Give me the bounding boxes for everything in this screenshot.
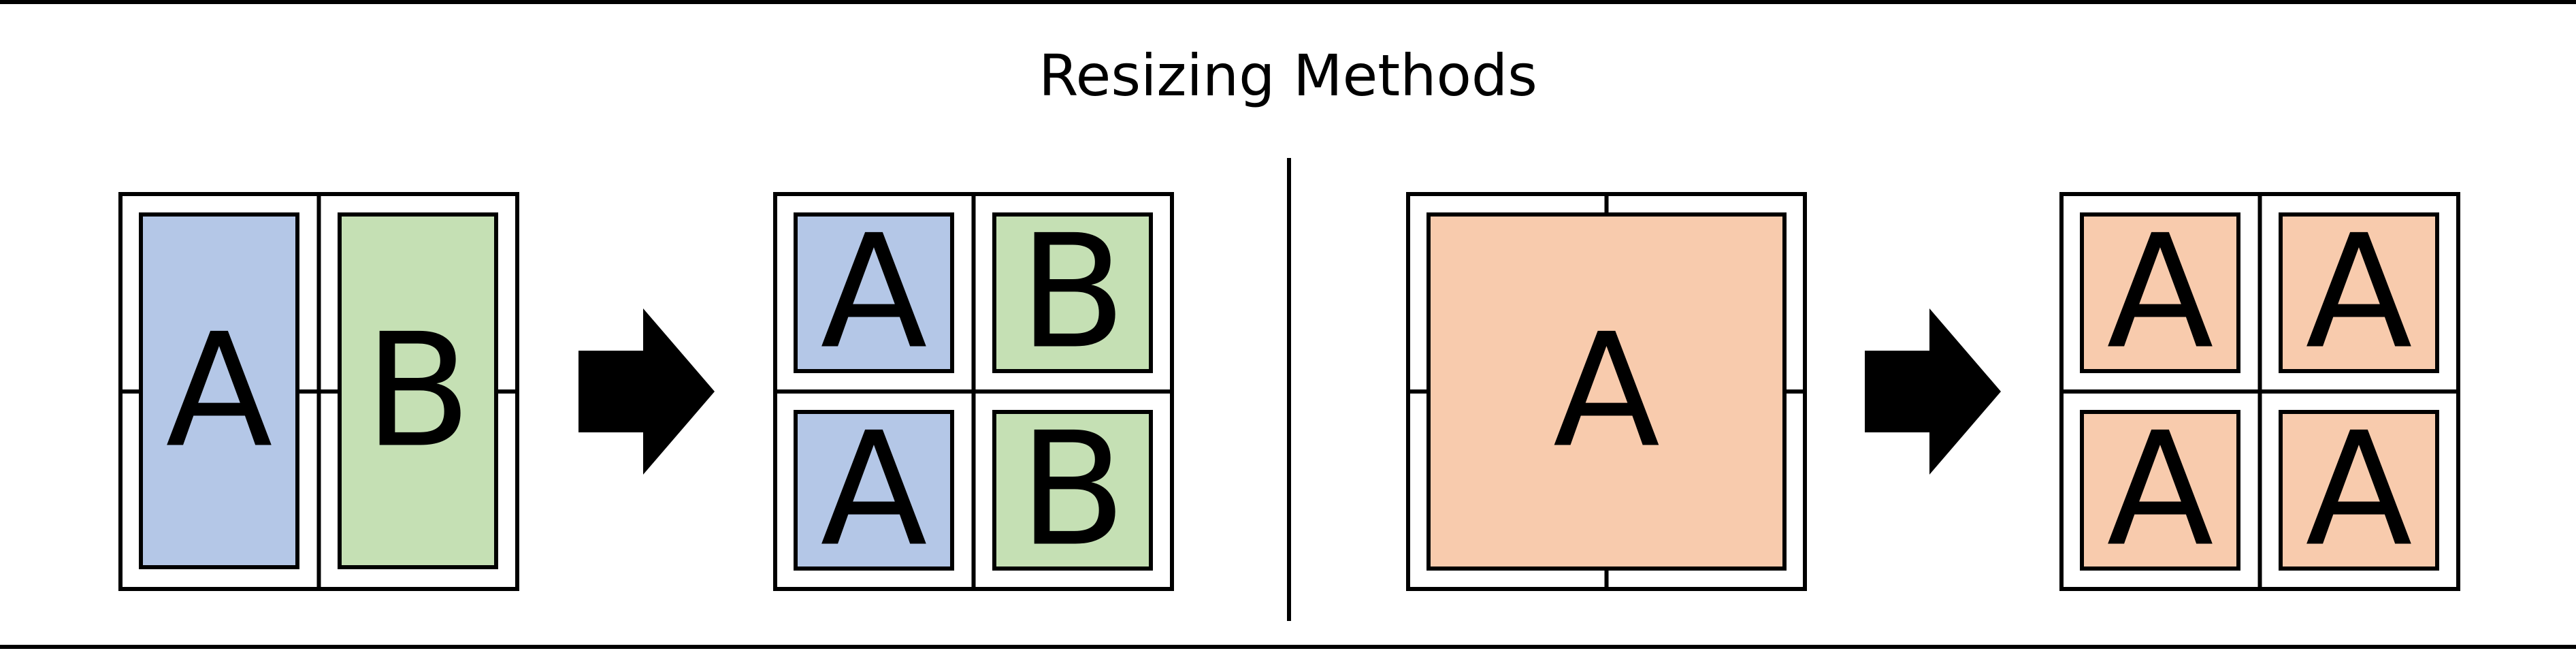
group2-after-letter-4: A — [2305, 400, 2412, 581]
group2-after-letter-3: A — [2106, 400, 2213, 581]
group2-arrow — [1865, 308, 2001, 475]
group2-after-letter-2: A — [2305, 202, 2412, 384]
group1-after-letter-4: B — [1019, 400, 1126, 581]
group2-before-letter-1: A — [1553, 301, 1660, 483]
group1-after-letter-1: A — [820, 202, 927, 384]
group2-after-cell-3 — [2080, 410, 2240, 571]
group1-before-cell-1 — [139, 212, 299, 569]
group1-before-cell-2 — [338, 212, 498, 569]
group1-arrow — [578, 308, 715, 475]
group2-after-cell-2 — [2279, 212, 2439, 373]
group2-after-letter-1: A — [2106, 202, 2213, 384]
group1-after-letter-3: A — [820, 400, 927, 581]
group1-after-cell-4 — [992, 410, 1153, 571]
group1-after-letter-2: B — [1019, 202, 1126, 384]
diagram-title: Resizing Methods — [1039, 42, 1537, 109]
group1-before-letter-2: B — [364, 301, 472, 483]
group1-before-letter-1: A — [165, 301, 272, 483]
group1-after-cell-2 — [992, 212, 1153, 373]
group1-after-cell-3 — [794, 410, 954, 571]
group2-after-cell-4 — [2279, 410, 2439, 571]
group2-before-cell-1 — [1426, 212, 1787, 571]
group1-after-cell-1 — [794, 212, 954, 373]
group2-after-cell-1 — [2080, 212, 2240, 373]
